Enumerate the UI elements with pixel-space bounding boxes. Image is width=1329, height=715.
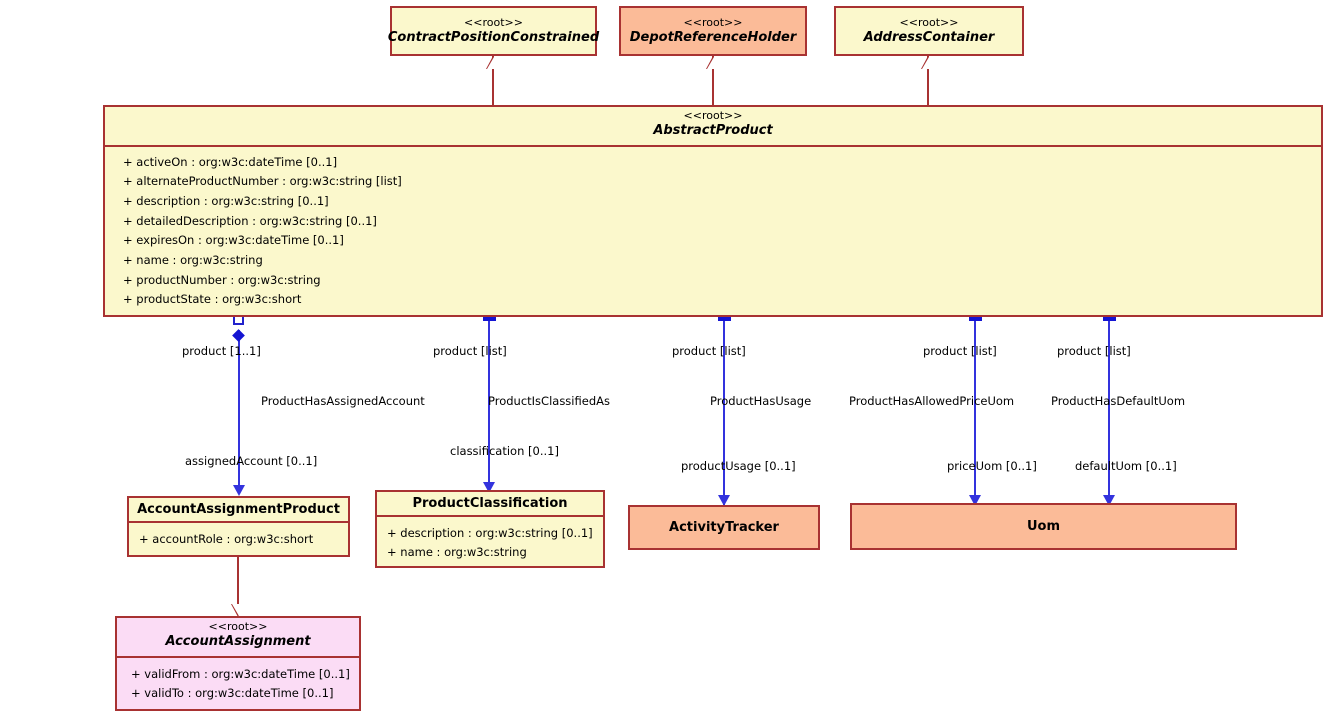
class-uom[interactable]: Uom <box>850 503 1237 550</box>
association-port-classification <box>483 314 496 321</box>
attribute-row: + productNumber : org:w3c:string <box>123 272 321 287</box>
class-name-label: AccountAssignment <box>165 633 311 649</box>
generalization-line-account-assignment <box>237 557 239 609</box>
stereotype-label: <<root>> <box>464 15 523 29</box>
generalization-line-address-container <box>927 56 929 105</box>
association-name-product-has-default-uom: ProductHasDefaultUom <box>1051 394 1186 408</box>
association-name-product-has-usage: ProductHasUsage <box>710 394 812 408</box>
association-port-default-uom <box>1103 314 1116 321</box>
attribute-row: + detailedDescription : org:w3c:string [… <box>123 213 377 228</box>
association-line-classification <box>488 318 490 493</box>
edge-role-price-uom: priceUom [0..1] <box>947 459 1037 473</box>
class-attributes-abstract-product: + activeOn : org:w3c:dateTime [0..1] + a… <box>105 147 1321 314</box>
class-header-depot-reference-holder: <<root>> DepotReferenceHolder <box>621 8 805 54</box>
class-account-assignment[interactable]: <<root>> AccountAssignment + validFrom :… <box>115 616 361 711</box>
edge-role-product-usage: productUsage [0..1] <box>681 459 796 473</box>
stereotype-label: <<root>> <box>683 15 743 29</box>
class-header-activity-tracker: ActivityTracker <box>630 507 818 548</box>
edge-role-assigned-account: assignedAccount [0..1] <box>185 454 318 468</box>
class-address-container[interactable]: <<root>> AddressContainer <box>834 6 1024 56</box>
class-header-abstract-product: <<root>> AbstractProduct <box>105 107 1321 147</box>
association-name-product-has-assigned-account: ProductHasAssignedAccount <box>261 394 425 408</box>
generalization-arrow-contract-position <box>486 57 501 69</box>
generalization-arrow-account-assignment <box>231 604 246 616</box>
association-arrow-classification <box>483 482 495 493</box>
generalization-line-contract-position <box>492 56 494 105</box>
attribute-row: + description : org:w3c:string [0..1] <box>387 525 593 540</box>
association-arrow-product-usage <box>718 495 730 506</box>
edge-role-product-default-uom-source: product [list] <box>1057 344 1131 358</box>
class-header-account-assignment: <<root>> AccountAssignment <box>117 618 359 658</box>
attribute-row: + description : org:w3c:string [0..1] <box>123 193 329 208</box>
attribute-row: + productState : org:w3c:short <box>123 292 302 307</box>
class-name-label: AccountAssignmentProduct <box>137 502 340 517</box>
class-name-label: AddressContainer <box>863 29 995 45</box>
class-contract-position-constrained[interactable]: <<root>> ContractPositionConstrained <box>388 6 599 56</box>
association-name-product-is-classified-as: ProductIsClassifiedAs <box>488 394 610 408</box>
class-header-product-classification: ProductClassification <box>377 492 603 517</box>
class-product-classification[interactable]: ProductClassification + description : or… <box>375 490 605 568</box>
association-line-default-uom <box>1108 318 1110 505</box>
attribute-row: + accountRole : org:w3c:short <box>139 531 314 546</box>
attribute-row: + validTo : org:w3c:dateTime [0..1] <box>131 686 334 701</box>
edge-role-product-price-uom-source: product [list] <box>923 344 997 358</box>
stereotype-label: <<root>> <box>683 109 743 122</box>
edge-role-classification: classification [0..1] <box>450 444 559 458</box>
class-name-label: AbstractProduct <box>653 122 773 138</box>
attribute-row: + alternateProductNumber : org:w3c:strin… <box>123 174 402 189</box>
stereotype-label: <<root>> <box>899 15 959 29</box>
edge-role-product-usage-source: product [list] <box>672 344 746 358</box>
class-name-label: ProductClassification <box>412 496 568 511</box>
class-activity-tracker[interactable]: ActivityTracker <box>628 505 820 550</box>
attribute-row: + activeOn : org:w3c:dateTime [0..1] <box>123 154 338 169</box>
association-port-product-usage <box>718 314 731 321</box>
class-header-address-container: <<root>> AddressContainer <box>836 8 1022 54</box>
attribute-row: + name : org:w3c:string <box>123 252 263 267</box>
class-attributes-account-assignment: + validFrom : org:w3c:dateTime [0..1] + … <box>117 658 359 709</box>
class-account-assignment-product[interactable]: AccountAssignmentProduct + accountRole :… <box>127 496 350 557</box>
generalization-arrow-depot-reference <box>706 57 721 69</box>
association-line-price-uom <box>974 318 976 505</box>
generalization-line-depot-reference <box>712 56 714 105</box>
class-name-label: DepotReferenceHolder <box>629 29 797 45</box>
edge-role-default-uom: defaultUom [0..1] <box>1075 459 1177 473</box>
composition-diamond-assigned-account <box>232 329 245 342</box>
attribute-row: + validFrom : org:w3c:dateTime [0..1] <box>131 666 350 681</box>
class-abstract-product[interactable]: <<root>> AbstractProduct + activeOn : or… <box>103 105 1323 317</box>
class-header-account-assignment-product: AccountAssignmentProduct <box>129 498 348 523</box>
association-line-assigned-account <box>238 330 240 493</box>
class-header-contract-position-constrained: <<root>> ContractPositionConstrained <box>388 8 599 54</box>
edge-role-product-classification: product [list] <box>433 344 507 358</box>
edge-role-product-assigned-account: product [1..1] <box>182 344 261 358</box>
association-port-price-uom <box>969 314 982 321</box>
class-name-label: ActivityTracker <box>669 519 779 535</box>
attribute-row: + name : org:w3c:string <box>387 545 527 560</box>
attribute-row: + expiresOn : org:w3c:dateTime [0..1] <box>123 233 344 248</box>
association-arrow-price-uom <box>969 495 981 506</box>
association-name-product-has-allowed-price-uom: ProductHasAllowedPriceUom <box>849 394 1015 408</box>
generalization-arrow-address-container <box>921 57 936 69</box>
class-attributes-account-assignment-product: + accountRole : org:w3c:short <box>129 523 348 555</box>
class-name-label: ContractPositionConstrained <box>387 29 600 45</box>
class-depot-reference-holder[interactable]: <<root>> DepotReferenceHolder <box>619 6 807 56</box>
class-name-label: Uom <box>1026 518 1061 534</box>
class-attributes-product-classification: + description : org:w3c:string [0..1] + … <box>377 517 603 568</box>
stereotype-label: <<root>> <box>208 620 268 633</box>
association-line-product-usage <box>723 318 725 505</box>
association-arrow-default-uom <box>1103 495 1115 506</box>
class-header-uom: Uom <box>852 505 1235 548</box>
association-arrow-assigned-account <box>233 485 245 496</box>
